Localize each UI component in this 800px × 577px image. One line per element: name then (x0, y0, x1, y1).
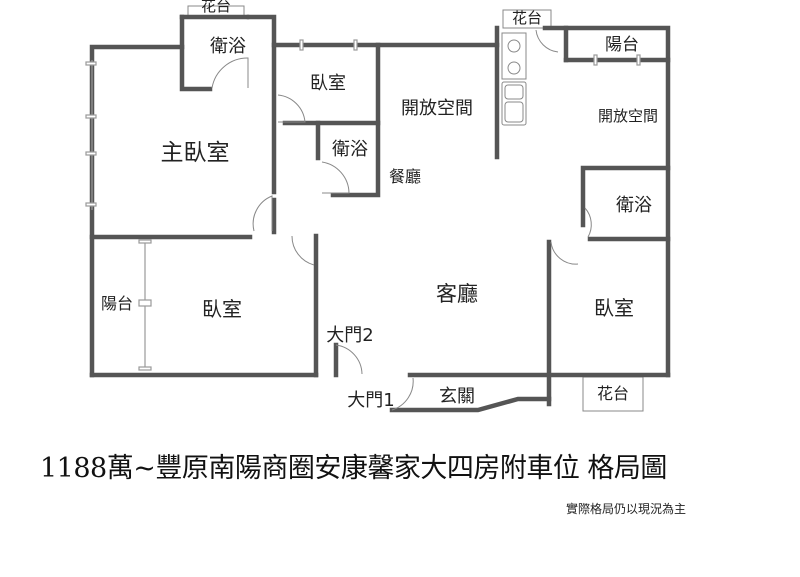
floor-plan: 花台 衛浴 主臥室 臥室 衛浴 開放空間 餐廳 花台 陽台 開放空間 衛浴 陽台… (85, 0, 671, 413)
label-open-space-2: 開放空間 (598, 107, 658, 125)
label-bath-right: 衛浴 (616, 195, 652, 216)
label-dining: 餐廳 (389, 167, 421, 186)
label-bath-middle: 衛浴 (332, 139, 368, 160)
disclaimer-note: 實際格局仍以現況為主 (566, 502, 687, 516)
label-master-bedroom: 主臥室 (161, 140, 230, 166)
doors (211, 29, 592, 411)
label-main-door-1: 大門1 (347, 390, 394, 411)
label-foyer: 玄關 (439, 386, 475, 407)
label-bedroom-left: 臥室 (202, 297, 242, 321)
label-planter-top-kitchen: 花台 (512, 9, 542, 27)
label-living-room: 客廳 (436, 282, 478, 306)
label-bedroom-right: 臥室 (594, 296, 634, 320)
planter-top-kitchen (502, 9, 552, 29)
label-planter-bottom: 花台 (597, 384, 629, 403)
label-balcony-left: 陽台 (101, 294, 133, 313)
label-main-door-2: 大門2 (326, 325, 373, 346)
page-title: 1188萬~豐原南陽商圈安康馨家大四房附車位 格局圖 (40, 453, 667, 484)
label-bedroom-small: 臥室 (310, 73, 346, 94)
kitchen-sink-icon (501, 81, 527, 126)
walls (89, 14, 671, 413)
label-bath-master: 衛浴 (210, 36, 246, 57)
label-open-space-1: 開放空間 (401, 98, 473, 119)
windows (85, 39, 641, 371)
label-planter-top-left: 花台 (201, 0, 231, 15)
kitchen-stove-icon (501, 32, 527, 80)
label-balcony-top: 陽台 (605, 35, 639, 55)
